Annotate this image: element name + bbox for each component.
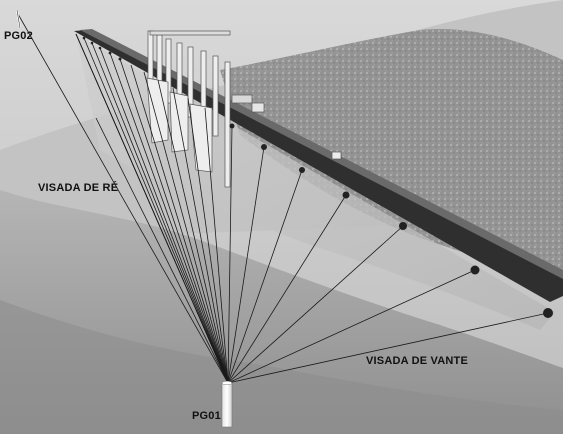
pg01-pillar [221, 380, 233, 428]
dam-crest [74, 30, 563, 302]
pg01-label: PG01 [192, 410, 221, 422]
pg02-to-pg01-line [17, 13, 229, 384]
target-marker [543, 308, 553, 318]
target-marker [399, 222, 407, 230]
target-marker [261, 144, 267, 150]
spillway-structure [146, 30, 342, 188]
sight-lines-fan [75, 33, 549, 384]
target-marker [299, 167, 305, 173]
crest-targets [82, 36, 553, 318]
ground-shadow [0, 300, 563, 434]
visada-re-label: VISADA DE RÉ [38, 182, 119, 194]
rocky-mountain [220, 29, 563, 285]
target-marker [342, 191, 350, 199]
target-marker [470, 265, 480, 275]
visada-vante-label: VISADA DE VANTE [366, 355, 469, 367]
pg02-label: PG02 [4, 30, 33, 42]
target-marker [229, 123, 235, 129]
